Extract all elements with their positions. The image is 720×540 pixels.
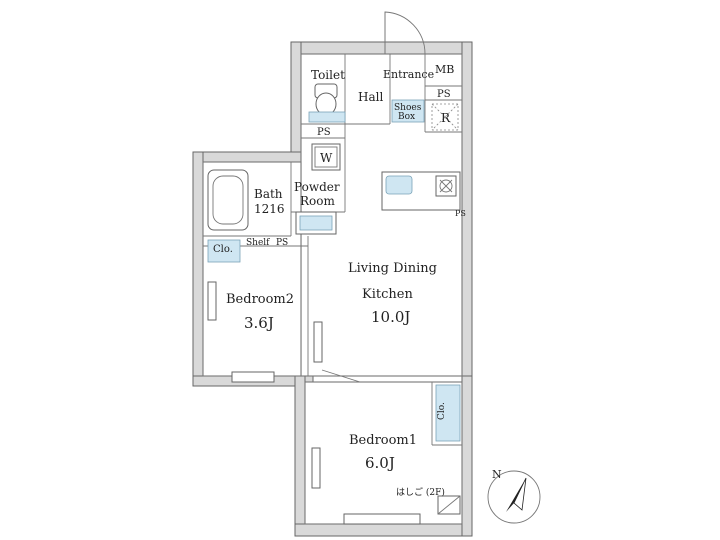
room-areas (202, 53, 463, 525)
bedroom1-label: Bedroom1 (349, 433, 417, 448)
entrance-door (384, 11, 426, 55)
ps-top-label: PS (437, 89, 451, 100)
powder-label-2: Room (300, 194, 335, 208)
windows (231, 371, 421, 525)
shoes-label: Shoes (394, 103, 422, 113)
ldk-label-2: Kitchen (362, 287, 413, 302)
hall-label: Hall (358, 90, 383, 104)
r-label: R (441, 111, 451, 125)
bedroom1-size-label: 6.0J (365, 454, 395, 472)
ps-toilet-label: PS (317, 127, 331, 138)
ladder-label: はしご (2F) (396, 486, 445, 498)
closet-2 (207, 239, 241, 263)
closet-1-label: Clo. (437, 402, 447, 420)
room-labels: Toilet Entrance MB Hall PS Shoes Box R P… (213, 63, 502, 498)
ldk-label-1: Living Dining (348, 261, 437, 276)
powder-sink (295, 211, 337, 235)
bath-label: Bath (254, 187, 283, 201)
closet-2-label: Clo. (213, 244, 233, 255)
kitchen-counter (381, 171, 461, 211)
bedroom2-label: Bedroom2 (226, 292, 294, 307)
closet-1 (435, 384, 461, 442)
washer-space (311, 143, 341, 171)
ps-kitchen-label: PS (455, 209, 466, 218)
powder-label-1: Powder (294, 180, 340, 194)
partitions (203, 54, 462, 446)
box-label: Box (398, 112, 415, 122)
north-label: N (492, 468, 502, 481)
entrance-label: Entrance (383, 68, 434, 81)
north-arrow (487, 470, 541, 524)
bath-size-label: 1216 (254, 202, 285, 216)
bathtub (207, 169, 249, 231)
shoes-box (391, 99, 425, 123)
r-hatch (431, 103, 459, 131)
w-label: W (320, 151, 333, 165)
shelf-label: Shelf (246, 238, 270, 248)
ladder-box (437, 495, 461, 515)
ldk-size-label: 10.0J (371, 308, 410, 326)
ps-shelf-label: PS (276, 238, 288, 248)
bedroom2-size-label: 3.6J (244, 314, 274, 332)
toilet-label: Toilet (311, 68, 345, 82)
sliding-doors (207, 281, 361, 489)
mb-label: MB (435, 63, 454, 76)
toilet-fixture (308, 83, 346, 123)
